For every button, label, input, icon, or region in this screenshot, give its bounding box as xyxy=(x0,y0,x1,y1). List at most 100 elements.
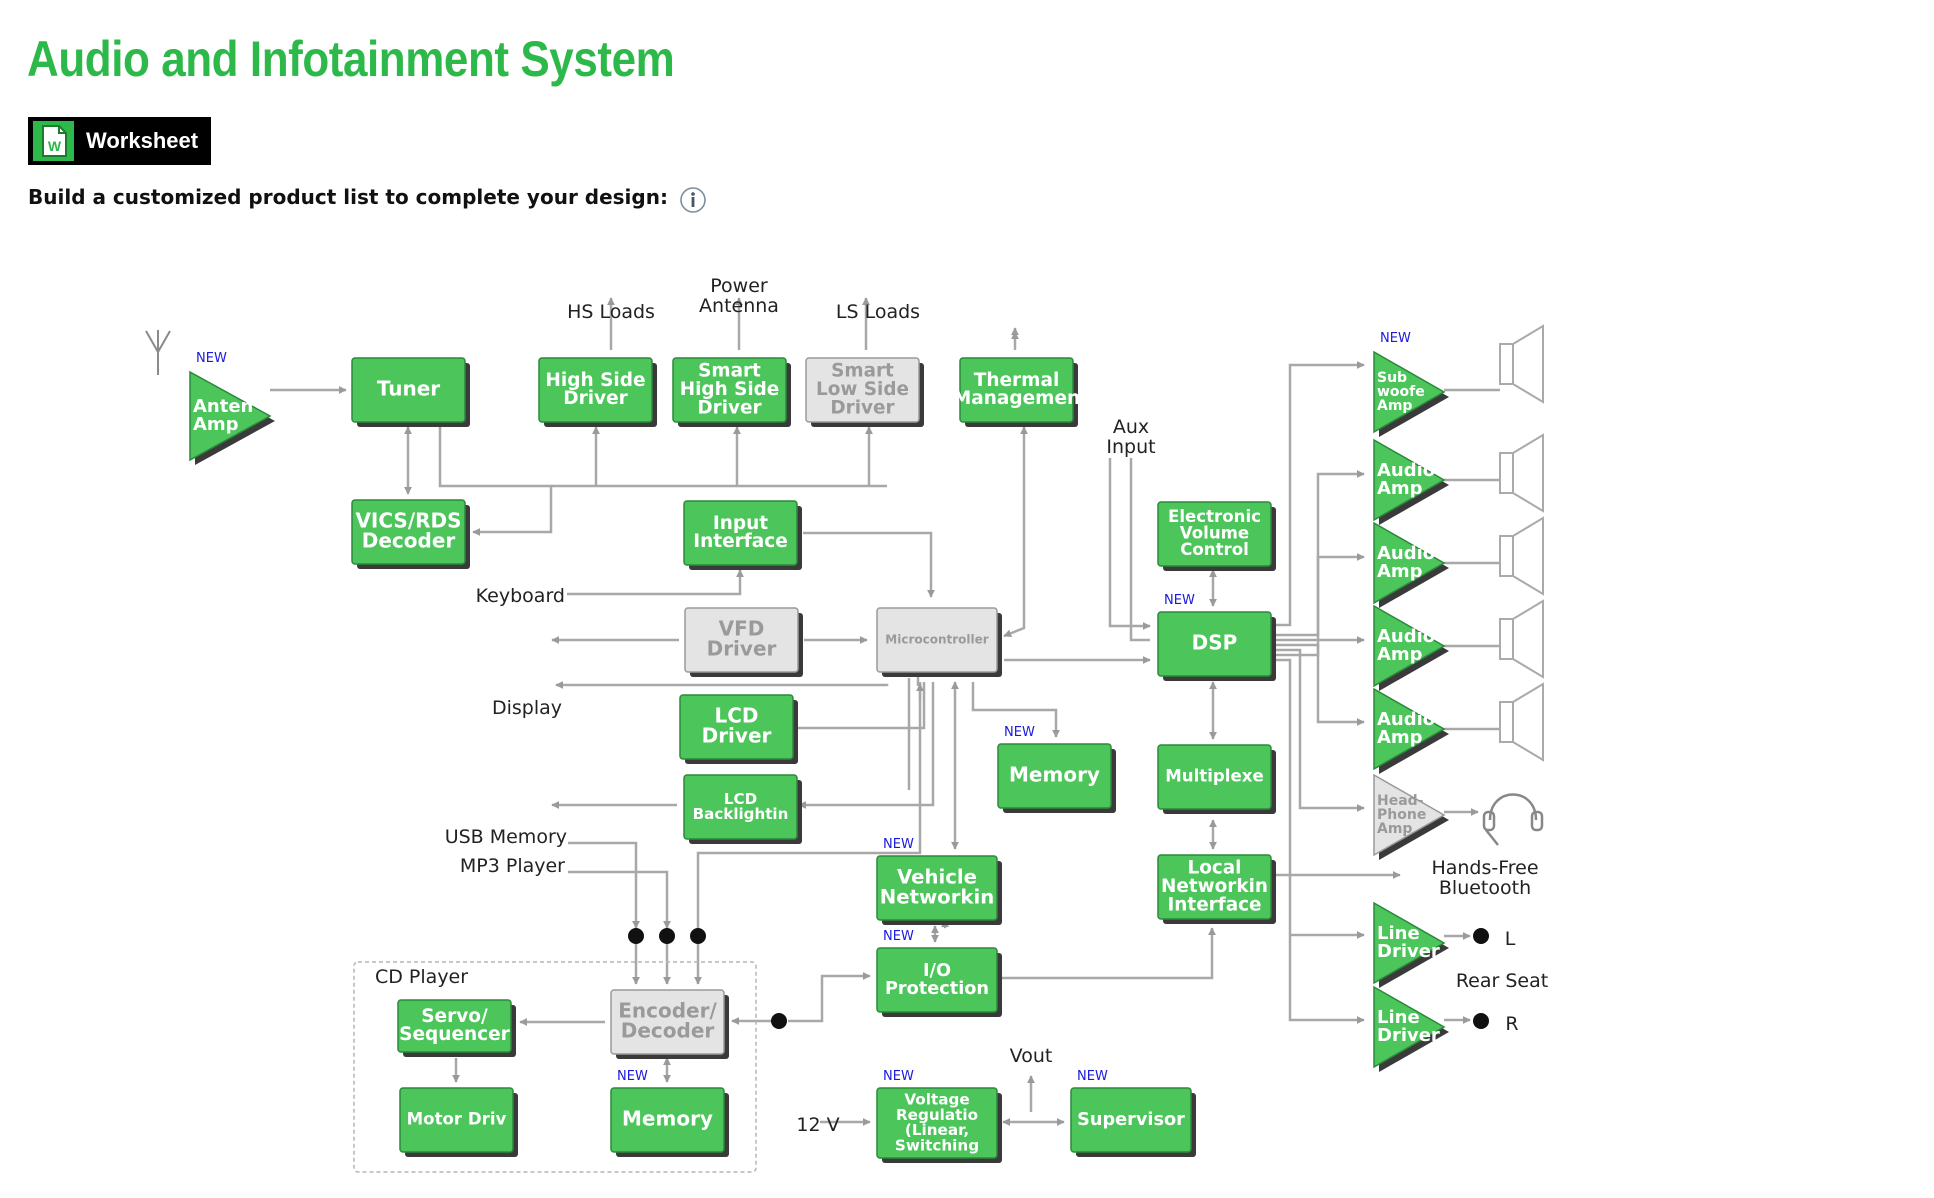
word-document-icon: W xyxy=(33,121,74,161)
block-box xyxy=(679,694,794,760)
servo-sequencer-block[interactable]: Servo/Sequencer xyxy=(397,999,516,1057)
amp-shape xyxy=(1373,985,1446,1069)
amp-shape xyxy=(1373,687,1446,771)
connector-line xyxy=(788,972,871,1023)
amp-shape xyxy=(189,370,272,462)
left-label: L xyxy=(1505,928,1516,950)
new-badge: NEW xyxy=(883,837,914,852)
new-badge: NEW xyxy=(883,929,914,944)
connector-line xyxy=(438,422,887,488)
hands-free-label: Hands-Free xyxy=(1431,857,1538,879)
block-box xyxy=(672,357,787,423)
block-box xyxy=(876,1087,998,1159)
connector-line xyxy=(472,486,553,536)
connector-line xyxy=(1002,927,1216,980)
block-box xyxy=(684,607,799,673)
block-box xyxy=(351,499,466,565)
block-box xyxy=(959,357,1074,423)
aux-input-label: Aux xyxy=(1113,416,1149,438)
speaker-icon xyxy=(1499,324,1544,404)
encoder-decoder-block[interactable]: Encoder/Decoder xyxy=(610,989,729,1059)
connectors xyxy=(270,297,1500,1126)
amp-shape xyxy=(1373,604,1446,688)
keyboard-label: Keyboard xyxy=(476,585,565,607)
new-badge: NEW xyxy=(1004,725,1035,740)
new-badge: NEW xyxy=(883,1069,914,1084)
new-badge: NEW xyxy=(1164,593,1195,608)
info-icon[interactable] xyxy=(679,186,707,214)
antenna-icon xyxy=(145,330,171,375)
hands-free-label: Bluetooth xyxy=(1439,877,1531,899)
amp-shape xyxy=(1373,521,1446,605)
connector-dot xyxy=(690,928,706,944)
block-box xyxy=(610,1087,725,1153)
new-badge: NEW xyxy=(196,351,227,366)
speaker-icon xyxy=(1499,682,1544,762)
speaker-icon xyxy=(1499,599,1544,679)
connector-line xyxy=(568,841,640,929)
amp-shape xyxy=(1373,438,1446,522)
block-box xyxy=(399,1087,514,1153)
hs-loads-label: HS Loads xyxy=(567,301,655,323)
amp-shape xyxy=(1373,901,1446,985)
v12-label: 12 V xyxy=(796,1114,839,1136)
connector-line xyxy=(784,682,926,732)
block-box xyxy=(1157,854,1272,920)
rear-seat-label: Rear Seat xyxy=(1456,970,1548,992)
connector-line xyxy=(1276,361,1365,627)
worksheet-button[interactable]: W Worksheet xyxy=(28,117,211,165)
connector-line xyxy=(1108,458,1151,630)
new-badge: NEW xyxy=(1077,1069,1108,1084)
connector-line xyxy=(1276,643,1365,726)
connector-line xyxy=(1003,486,1026,638)
block-box xyxy=(683,500,798,566)
connector-line xyxy=(803,531,935,598)
motor-driver-block[interactable]: Motor Driv xyxy=(399,1087,518,1157)
block-box xyxy=(876,855,998,921)
connector-dot xyxy=(771,1013,787,1029)
connector-line xyxy=(1129,458,1150,642)
connector-line xyxy=(798,682,935,809)
multiplexer-block[interactable]: Multiplexe xyxy=(1157,744,1276,814)
power-antenna-label: Power xyxy=(710,275,768,297)
tuner-block[interactable]: Tuner xyxy=(351,357,470,427)
connector-dot xyxy=(628,928,644,944)
vout-label: Vout xyxy=(1010,1045,1053,1067)
block-box xyxy=(1157,611,1272,677)
speaker-icon xyxy=(1499,433,1544,513)
page-title: Audio and Infotainment System xyxy=(27,31,675,87)
connector-line xyxy=(555,681,889,689)
connector-line xyxy=(1276,470,1365,637)
connector-line xyxy=(568,870,671,929)
microcontroller-block[interactable]: Microcontroller xyxy=(876,607,1002,677)
block-box xyxy=(1157,501,1272,567)
